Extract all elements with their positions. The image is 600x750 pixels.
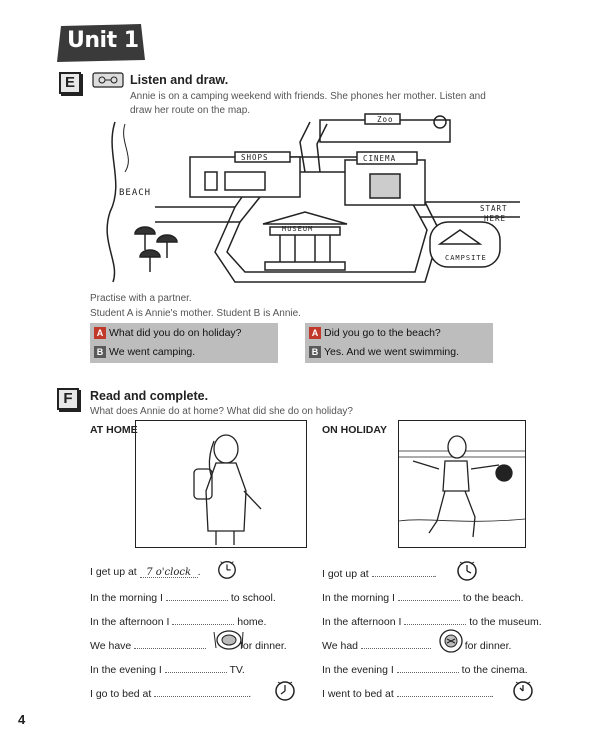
answer-blank[interactable]: [164, 662, 227, 673]
dialogue-2-b: Yes. And we went swimming.: [324, 346, 460, 358]
student-b-badge: B: [94, 346, 106, 359]
answer-blank[interactable]: [396, 662, 459, 673]
home-sentence: I go to bed at .: [90, 686, 251, 700]
map-label-shops: SHOPS: [241, 153, 269, 162]
sentence-start: In the morning I: [90, 592, 163, 604]
sentence-start: I go to bed at: [90, 688, 152, 700]
sentence-end: to the museum.: [469, 616, 542, 628]
holiday-sentence: In the evening I to the cinema.: [322, 662, 528, 676]
sentence-start: We have: [90, 640, 132, 652]
sentence-end: to the beach.: [462, 592, 524, 604]
sentence-end: for dinner.: [464, 640, 512, 652]
answer-blank[interactable]: [360, 638, 431, 649]
sentence-end: .: [248, 688, 252, 700]
sentence-start: I got up at: [322, 568, 369, 580]
answer-blank[interactable]: 7 o'clock: [139, 567, 198, 578]
home-sentence: We have for dinner.: [90, 638, 287, 652]
student-b-badge: B: [309, 346, 321, 359]
student-a-badge: A: [309, 327, 321, 340]
unit-title-tab: Unit 1: [55, 22, 145, 62]
sentence-start: In the afternoon I: [90, 616, 170, 628]
answer-blank[interactable]: [165, 590, 228, 601]
roles-text: Student A is Annie's mother. Student B i…: [90, 308, 301, 319]
sentence-start: I went to bed at: [322, 688, 394, 700]
answer-blank[interactable]: [172, 614, 235, 625]
home-sentence: In the afternoon I home.: [90, 614, 266, 628]
answer-blank[interactable]: [154, 686, 249, 697]
section-e-instruction-1: Annie is on a camping weekend with frien…: [130, 91, 486, 102]
map-label-museum: MUSEUM: [282, 225, 314, 233]
clock-icon: [274, 678, 296, 707]
home-sentence: In the evening I TV.: [90, 662, 245, 676]
sentence-end: .: [197, 566, 201, 578]
sentence-end: to school.: [230, 592, 276, 604]
map-label-cinema: CINEMA: [363, 154, 397, 163]
column-heading-home: AT HOME: [90, 424, 138, 436]
map-label-start: START: [480, 204, 508, 213]
sentence-start: I get up at: [90, 566, 137, 578]
map-label-zoo: Zoo: [377, 115, 394, 124]
handwritten-answer: 7 o'clock: [146, 567, 192, 578]
clock-icon: [512, 678, 534, 707]
picture-at-home: [135, 420, 307, 548]
sentence-start: In the evening I: [90, 664, 162, 676]
answer-blank[interactable]: [396, 686, 491, 697]
section-e-instruction-2: draw her route on the map.: [130, 105, 251, 116]
dinner-plate-icon: [436, 628, 466, 659]
sentence-end: .: [490, 688, 494, 700]
home-sentence: In the morning I to school.: [90, 590, 276, 604]
sentence-end: home.: [237, 616, 267, 628]
column-heading-holiday: ON HOLIDAY: [322, 424, 387, 436]
section-e-letter: E: [59, 72, 81, 94]
clock-icon: [216, 558, 238, 585]
unit-title: Unit 1: [67, 28, 139, 53]
cassette-icon: [92, 72, 124, 88]
sentence-start: In the evening I: [322, 664, 394, 676]
map-label-beach: BEACH: [119, 188, 152, 198]
answer-blank[interactable]: [134, 638, 207, 649]
dinner-plate-icon: [212, 628, 246, 657]
page-number: 4: [18, 712, 26, 727]
holiday-sentence: I got up at .: [322, 566, 437, 580]
picture-on-holiday: [398, 420, 526, 548]
answer-blank[interactable]: [371, 566, 434, 577]
sentence-end: .: [433, 568, 437, 580]
holiday-sentence: In the afternoon I to the museum.: [322, 614, 542, 628]
sentence-end: to the cinema.: [461, 664, 528, 676]
section-f-heading: Read and complete.: [90, 389, 209, 403]
sentence-start: In the morning I: [322, 592, 395, 604]
map-label-here: HERE: [484, 214, 507, 223]
sentence-start: We had: [322, 640, 358, 652]
student-a-badge: A: [94, 327, 106, 340]
practise-text: Practise with a partner.: [90, 293, 192, 304]
dialogue-2-a: Did you go to the beach?: [324, 327, 441, 339]
map-label-campsite: CAMPSITE: [445, 254, 487, 262]
dialogue-1-b: We went camping.: [109, 346, 196, 358]
holiday-sentence: I went to bed at .: [322, 686, 494, 700]
holiday-sentence: We had for dinner.: [322, 638, 511, 652]
clock-icon: [456, 558, 478, 587]
holiday-sentence: In the morning I to the beach.: [322, 590, 524, 604]
section-f-letter: F: [57, 388, 79, 410]
answer-blank[interactable]: [404, 614, 467, 625]
sentence-start: In the afternoon I: [322, 616, 402, 628]
home-sentence: I get up at 7 o'clock.: [90, 566, 201, 578]
dialogue-1-a: What did you do on holiday?: [109, 327, 242, 339]
section-f-instruction: What does Annie do at home? What did she…: [90, 406, 353, 417]
sentence-end: for dinner.: [240, 640, 287, 652]
answer-blank[interactable]: [397, 590, 460, 601]
section-e-heading: Listen and draw.: [130, 73, 229, 87]
sentence-end: TV.: [229, 664, 245, 676]
town-map: Zoo SHOPS CINEMA BEACH START HERE MUSEUM…: [95, 112, 525, 287]
